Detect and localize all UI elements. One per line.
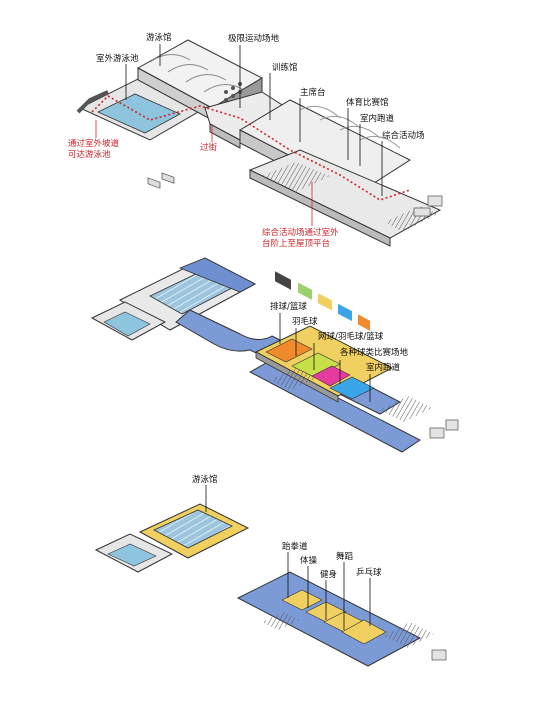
label-badminton: 羽毛球 (292, 317, 318, 327)
label-training-hall: 训练馆 (272, 63, 298, 73)
label-ice-sports: 极限运动场地 (228, 34, 280, 44)
label-roof-note-2: 台阶上至屋顶平台 (262, 239, 331, 249)
outdoor-pool-water-3 (107, 543, 157, 567)
outdoor-pool (97, 93, 181, 134)
room-taekwondo (281, 589, 323, 611)
pool-steps-2 (161, 172, 175, 184)
label-multi-field: 综合活动场 (382, 131, 425, 141)
route-line (91, 95, 411, 201)
label-fitness: 健身 (320, 570, 338, 580)
label-outdoor-pool: 室外游泳池 (96, 54, 139, 64)
label-ball-games: 各种球类比赛场地 (340, 348, 409, 358)
label-roof-note-1: 综合活动场通过室外 (262, 228, 339, 238)
stadium-roof-ribs (299, 105, 401, 149)
stadium-bays (275, 271, 370, 331)
label-indoor-track: 室内跑道 (360, 114, 395, 124)
block-2a (429, 427, 445, 439)
label-ramp-note-1: 通过室外坡道 (68, 139, 120, 149)
label-indoor-track-2: 室内跑道 (366, 363, 401, 373)
podium-side (249, 169, 391, 247)
label-stadium: 体育比赛馆 (346, 98, 389, 108)
step-block-2 (427, 195, 443, 207)
diagram-1-overview (76, 39, 443, 331)
stair-hatch-5 (384, 622, 434, 648)
label-ramp-note-2: 可达游泳池 (68, 150, 111, 160)
label-tennis-mix: 网球/羽毛球/篮球 (318, 332, 384, 342)
court-cyan (329, 376, 375, 400)
room-dance (341, 619, 387, 645)
court-magenta (311, 365, 351, 387)
natatorium-windows (224, 82, 242, 102)
label-main-stand: 主席台 (300, 88, 326, 98)
stair-hatch-4 (262, 612, 300, 630)
natatorium-blue-wall (178, 257, 256, 293)
natatorium-roof-ribs (149, 54, 245, 93)
label-passage: 过街 (200, 143, 218, 153)
step-block-1 (413, 207, 431, 217)
pool-steps-1 (147, 177, 161, 189)
outdoor-pool-water-2 (103, 311, 151, 337)
label-volleyball-basketball: 排球/篮球 (270, 302, 307, 312)
diagram-1-leaders (95, 44, 383, 226)
label-taekwondo: 跆拳道 (282, 542, 308, 552)
court-orange (265, 338, 313, 363)
bridge-side (209, 123, 241, 149)
label-gymnastics: 体操 (300, 556, 318, 566)
diagram-3-fitness (94, 485, 447, 667)
label-natatorium-3: 游泳馆 (192, 475, 218, 485)
natatorium-pool-3 (153, 509, 233, 549)
label-table-tennis: 乒乓球 (356, 568, 382, 578)
multi-field-hatch (262, 162, 330, 192)
outdoor-ramp (76, 90, 109, 114)
stair-hatch-2 (270, 368, 316, 390)
label-dance: 舞蹈 (336, 552, 354, 562)
diagram-2-leaders (279, 313, 371, 402)
block-3a (431, 649, 447, 661)
diagram-2-ball-games (90, 257, 459, 453)
diagram-3-leaders (205, 485, 371, 630)
block-2b (445, 419, 459, 431)
stair-hatch-3 (380, 396, 432, 422)
label-natatorium: 游泳馆 (146, 33, 172, 43)
